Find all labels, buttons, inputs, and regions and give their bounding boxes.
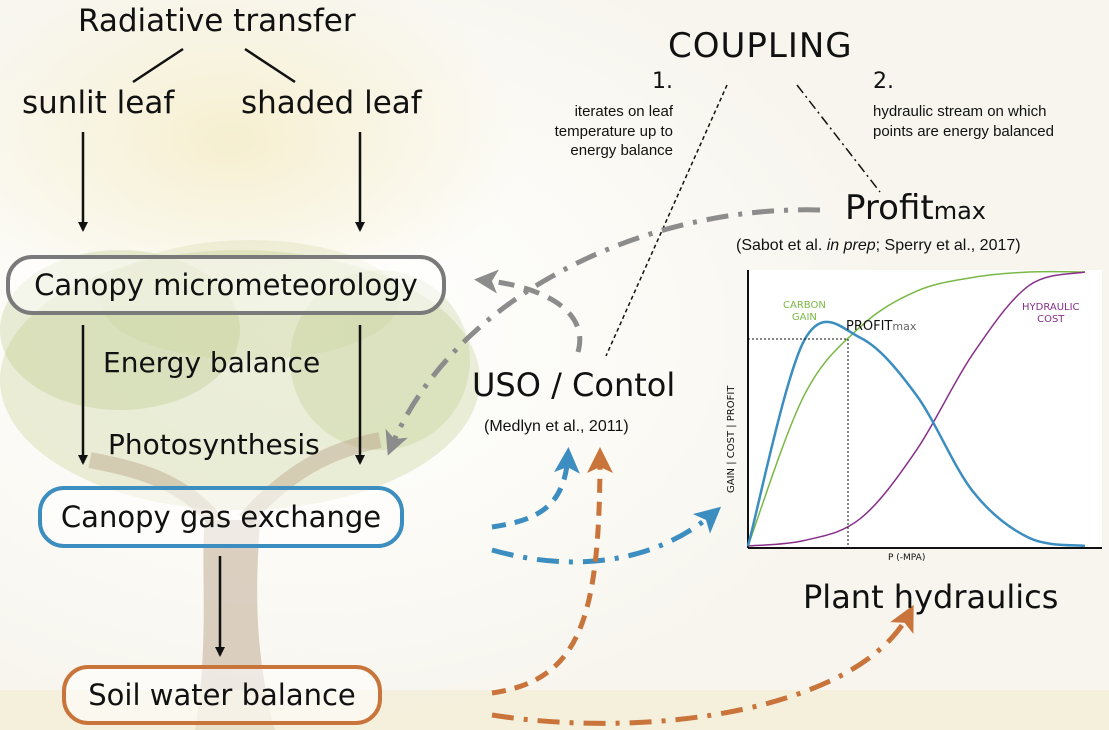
hydraulic-cost-line1: HYDRAULIC (1022, 302, 1080, 313)
carbon-gain-line1: CARBON (783, 300, 826, 311)
profit-annotation-sub: max (892, 320, 917, 333)
shaded-leaf-label: shaded leaf (241, 85, 422, 121)
canopy-micrometeorology-label: Canopy micrometeorology (34, 268, 418, 302)
profitmax-citation-italic: in prep (826, 237, 876, 254)
canopy-gas-exchange-label: Canopy gas exchange (60, 500, 382, 534)
coupling-title: COUPLING (668, 26, 853, 66)
coupling-item2-number: 2. (873, 69, 894, 94)
profitmax-title: Profitmax (845, 188, 986, 228)
series-line-carbon-gain (747, 270, 1086, 547)
uso-title: USO / Contol (472, 366, 676, 404)
coupling-item2-line2: points are energy balanced (873, 122, 1054, 140)
soil-water-balance-box: Soil water balance (62, 665, 382, 725)
chart-y-label: GAIN | COST | PROFIT (726, 385, 737, 493)
soil-water-balance-label: Soil water balance (88, 678, 356, 712)
profitmax-citation: (Sabot et al. in prep; Sperry et al., 20… (736, 237, 1021, 255)
sunlit-leaf-label: sunlit leaf (22, 85, 175, 121)
profitmax-citation-pre: (Sabot et al. (736, 237, 827, 254)
hydraulic-cost-line2: COST (1037, 314, 1065, 325)
coupling-item1-text: iterates on leaf temperature up to energ… (555, 102, 673, 161)
profit-annotation-main: PROFIT (846, 319, 893, 334)
coupling-item2-text: hydraulic stream on which points are ene… (873, 102, 1054, 141)
carbon-gain-line2: GAIN (791, 312, 817, 323)
energy-balance-label: Energy balance (103, 346, 321, 379)
radiative-transfer-label: Radiative transfer (78, 3, 356, 39)
photosynthesis-label: Photosynthesis (108, 428, 320, 461)
profitmax-title-main: Profit (845, 188, 934, 228)
chart-x-label: P (-MPA) (888, 553, 926, 563)
uso-citation: (Medlyn et al., 2011) (484, 418, 629, 435)
plant-hydraulics-label: Plant hydraulics (803, 578, 1059, 616)
carbon-gain-annotation: CARBON GAIN (783, 300, 826, 324)
series-line-profitmax (746, 320, 1086, 548)
coupling-item1-line3: energy balance (570, 142, 673, 159)
coupling-item1-number: 1. (652, 69, 673, 94)
profitmax-citation-post: ; Sperry et al., 2017) (875, 237, 1021, 254)
canopy-micrometeorology-box: Canopy micrometeorology (6, 255, 446, 315)
profit-annotation: PROFITmax (846, 319, 917, 334)
canopy-gas-exchange-box: Canopy gas exchange (38, 486, 404, 548)
coupling-item1-line1: iterates on leaf (574, 103, 673, 120)
coupling-item1-line2: temperature up to (554, 122, 673, 140)
coupling-item2-line1: hydraulic stream on which (873, 103, 1047, 120)
hydraulic-cost-annotation: HYDRAULIC COST (1022, 302, 1080, 326)
series-line-hydraulic-cost (747, 271, 1086, 547)
profitmax-title-sub: max (933, 197, 986, 225)
